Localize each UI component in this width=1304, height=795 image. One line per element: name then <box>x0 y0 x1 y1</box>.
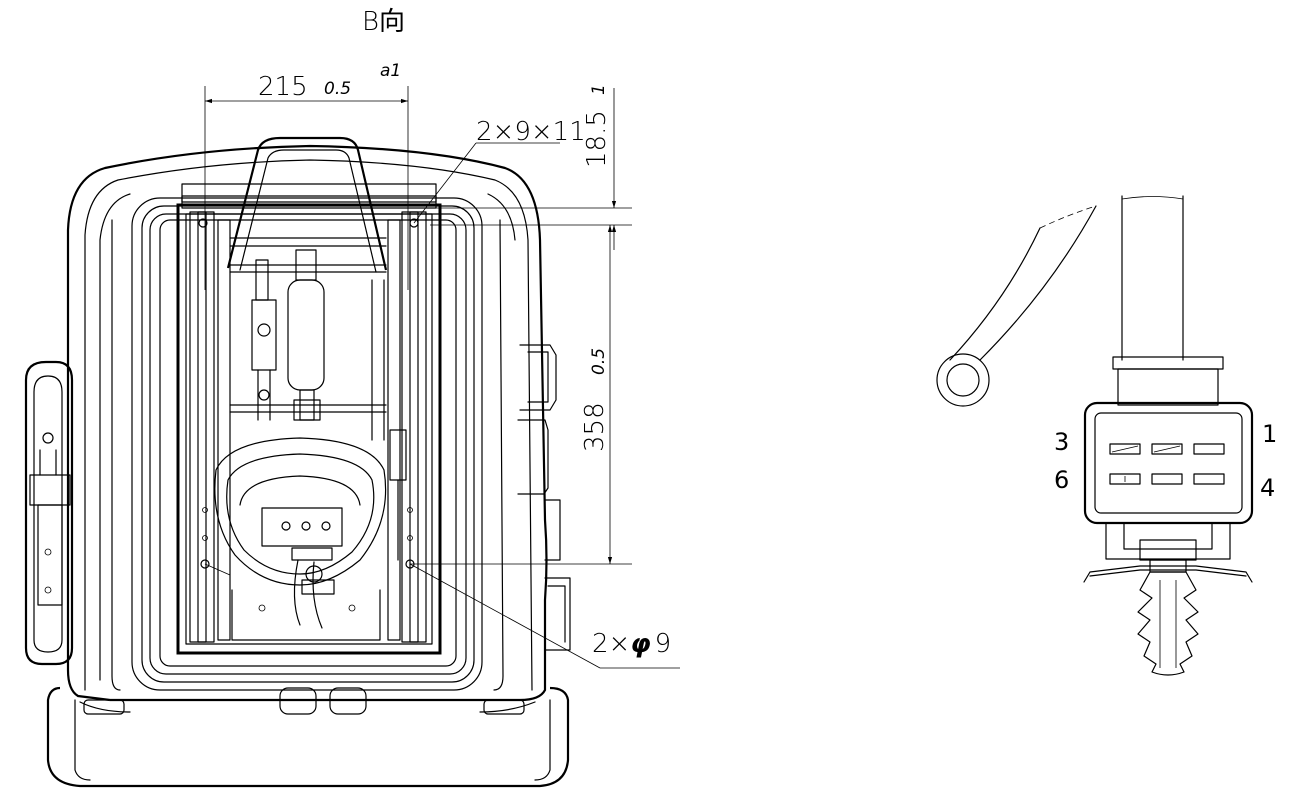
view-label: B向 <box>362 7 405 37</box>
dim-top-note: a1 <box>380 61 401 81</box>
pin-slots <box>1109 443 1225 485</box>
connector-detail: 3 1 6 4 <box>936 195 1277 676</box>
shock-absorber <box>287 279 325 391</box>
seat-cushion-outline <box>46 686 570 788</box>
dim-top-offset: 18.5 <box>582 110 612 168</box>
side-adjust-knob <box>24 360 74 666</box>
carry-handle <box>226 136 388 271</box>
lumbar-assembly <box>214 437 387 586</box>
pin-label-6: 6 <box>1054 466 1069 494</box>
push-clip-barb <box>1137 571 1199 676</box>
dim-height: 358 <box>580 402 610 452</box>
seat-back-shell <box>66 144 548 702</box>
pin-label-4: 4 <box>1260 474 1275 502</box>
dim-width: 215 <box>258 72 308 102</box>
pin-label-1: 1 <box>1262 420 1277 448</box>
pin-label-3: 3 <box>1054 428 1069 456</box>
slot-callout: 2×9×11 <box>476 117 586 147</box>
dim-height-tol: 0.5 <box>589 348 609 375</box>
dim-top-offset-tol: 1 <box>589 84 609 95</box>
cable-tube <box>979 205 1097 361</box>
connector-housing <box>1083 401 1254 525</box>
dim-width-tol: 0.5 <box>324 79 351 99</box>
seat-back-view: 215 0.5 a1 B向 18.5 1 358 0.5 2×9×11 2×φ9 <box>24 7 680 788</box>
